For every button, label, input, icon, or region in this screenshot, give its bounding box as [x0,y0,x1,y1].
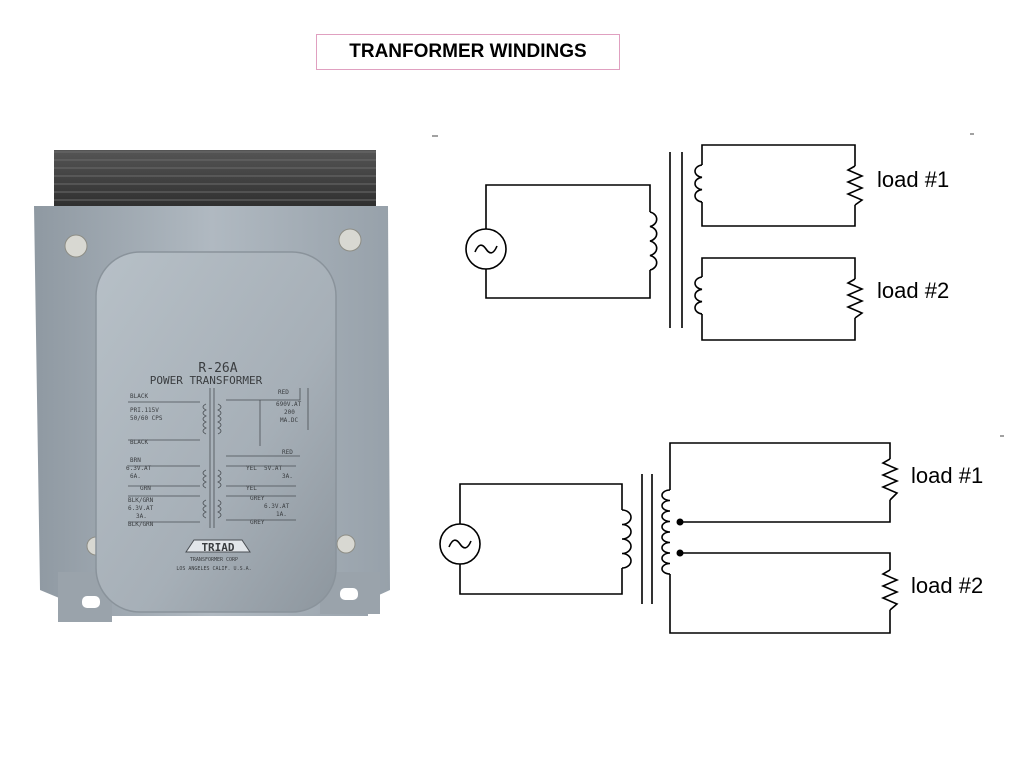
wire-label: 5V.AT [264,465,282,472]
wire-label: 6.3V.AT [128,505,154,512]
brand-name: TRIAD [201,541,234,554]
ac-symbol [448,539,472,549]
load-resistor-1 [880,458,900,501]
wire-label: PRI.115V [130,407,159,414]
screw-top-left [64,234,88,258]
screw-bottom-right [336,534,356,554]
wire-label: BLK/GRN [128,521,154,528]
secondary-winding-1 [694,164,703,203]
wire-label: BRN [130,457,141,464]
diagram-separate-secondaries: load #1 load #2 [465,144,949,341]
wire-label: RED [278,389,289,396]
screw-top-right [338,228,362,252]
wire-label: 200 [284,409,295,416]
wire-label: BLK/GRN [128,497,154,504]
wire-label: 1A. [276,511,287,518]
wire-label: 6A. [130,473,141,480]
wire-label: GRN [140,485,151,492]
wire-label: YEL [246,485,257,492]
wire-label: 3A. [136,513,147,520]
secondary-winding-2 [694,276,703,315]
wire-label: 6.3V.AT [126,465,152,472]
wire-label: MA.DC [280,417,298,424]
load-2-label: load #2 [877,278,949,303]
triad-logo [185,539,251,553]
laminated-core [54,150,376,210]
page-title: TRANFORMER WINDINGS [316,34,620,70]
load-1-label: load #1 [877,167,949,192]
foot-slot-left [82,596,100,608]
load-resistor-1 [845,165,865,206]
load-1-label: load #1 [911,463,983,488]
tapped-secondary-winding [661,489,671,575]
iron-core [669,152,683,328]
load-2-label: load #2 [911,573,983,598]
wire-label: BLACK [130,393,148,400]
wire-label: 3A. [282,473,293,480]
wire-label: 690V.AT [276,401,302,408]
load-resistor-2 [845,278,865,319]
foot-slot-right [340,588,358,600]
primary-winding [621,509,632,569]
ac-symbol [474,244,498,254]
tap-junction [676,549,684,557]
diagram-tapped-secondary: load #1 load #2 [439,442,983,634]
model-number: R-26A [198,361,237,376]
tap-junction [676,518,684,526]
wire-label: GREY [250,519,265,526]
company-name: TRANSFORMER CORP [190,557,238,563]
nameplate-schematic [128,388,309,528]
load-resistor-2 [880,569,900,611]
wire-label: BLACK [130,439,148,446]
wire-label: 6.3V.AT [264,503,290,510]
primary-winding [649,211,658,271]
company-location: LOS ANGELES CALIF. U.S.A. [176,566,251,572]
wire-label: 50/60 CPS [130,415,163,422]
transformer-photo: R-26A POWER TRANSFORMER BLACK PRI.115V 5… [34,150,390,622]
wire-label: YEL [246,465,257,472]
iron-core [641,474,653,604]
model-subtitle: POWER TRANSFORMER [150,374,263,387]
wire-label: RED [282,449,293,456]
wire-label: GREY [250,495,265,502]
